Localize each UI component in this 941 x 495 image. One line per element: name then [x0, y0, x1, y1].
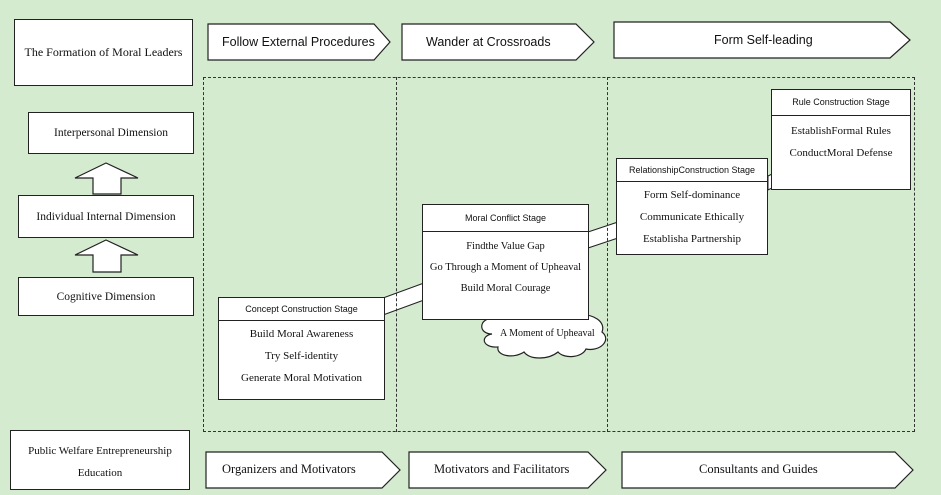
stage-item: Build Moral Awareness — [249, 328, 354, 340]
stages-zone — [203, 77, 915, 432]
role-label-motivators-and-facilitators: Motivators and Facilitators — [434, 462, 570, 476]
diagram-title: The Formation of Moral Leaders — [14, 19, 193, 86]
stage-title: Rule Construction Stage — [772, 90, 910, 116]
phase-label-follow-external-procedures: Follow External Procedures — [222, 35, 375, 49]
footer-title-line: Public Welfare Entrepreneurship — [28, 445, 172, 457]
stage-item: Findthe Value Gap — [466, 241, 545, 252]
stage-item: ConductMoral Defense — [789, 147, 893, 159]
up-arrow-icon — [74, 162, 139, 195]
stage-item: Build Moral Courage — [460, 283, 551, 294]
phase-label-wander-at-crossroads: Wander at Crossroads — [426, 35, 551, 49]
stage-item: EstablishFormal Rules — [791, 125, 891, 137]
stage-title: Concept Construction Stage — [219, 298, 384, 321]
dimension-interpersonal: Interpersonal Dimension — [28, 112, 194, 154]
cloud-label: A Moment of Upheaval — [500, 328, 595, 339]
phase-arrow-1-shape — [207, 23, 391, 61]
role-arrow-3-shape — [621, 451, 914, 489]
stage-concept-construction: Concept Construction Stage Build Moral A… — [218, 297, 385, 400]
stage-title: Moral Conflict Stage — [423, 205, 588, 232]
stage-item: Communicate Ethically — [639, 211, 745, 223]
stage-title: RelationshipConstruction Stage — [617, 159, 767, 182]
stage-item: Go Through a Moment of Upheaval — [429, 262, 582, 273]
dimension-cognitive: Cognitive Dimension — [18, 277, 194, 316]
stage-item: Establisha Partnership — [642, 233, 742, 245]
stage-item: Form Self-dominance — [643, 189, 741, 201]
zone-divider — [396, 77, 397, 432]
role-arrow-2-shape — [408, 451, 607, 489]
phase-label-form-self-leading: Form Self-leading — [714, 33, 813, 47]
phase-arrow-3-shape — [613, 21, 911, 59]
footer-title: Public Welfare Entrepreneurship Educatio… — [10, 430, 190, 490]
up-arrow-icon — [74, 239, 139, 273]
zone-divider — [607, 77, 608, 432]
stage-rule-construction: Rule Construction Stage EstablishFormal … — [771, 89, 911, 190]
stage-item: Try Self-identity — [264, 350, 339, 362]
phase-arrow-2-shape — [401, 23, 595, 61]
stage-moral-conflict: Moral Conflict Stage Findthe Value Gap G… — [422, 204, 589, 320]
dimension-individual-internal: Individual Internal Dimension — [18, 195, 194, 238]
role-label-consultants-and-guides: Consultants and Guides — [699, 462, 818, 476]
footer-title-line: Education — [77, 467, 123, 479]
stage-item: Generate Moral Motivation — [241, 372, 362, 384]
role-label-organizers-and-motivators: Organizers and Motivators — [222, 462, 356, 476]
stage-relationship-construction: RelationshipConstruction Stage Form Self… — [616, 158, 768, 255]
role-arrow-1-shape — [205, 451, 401, 489]
